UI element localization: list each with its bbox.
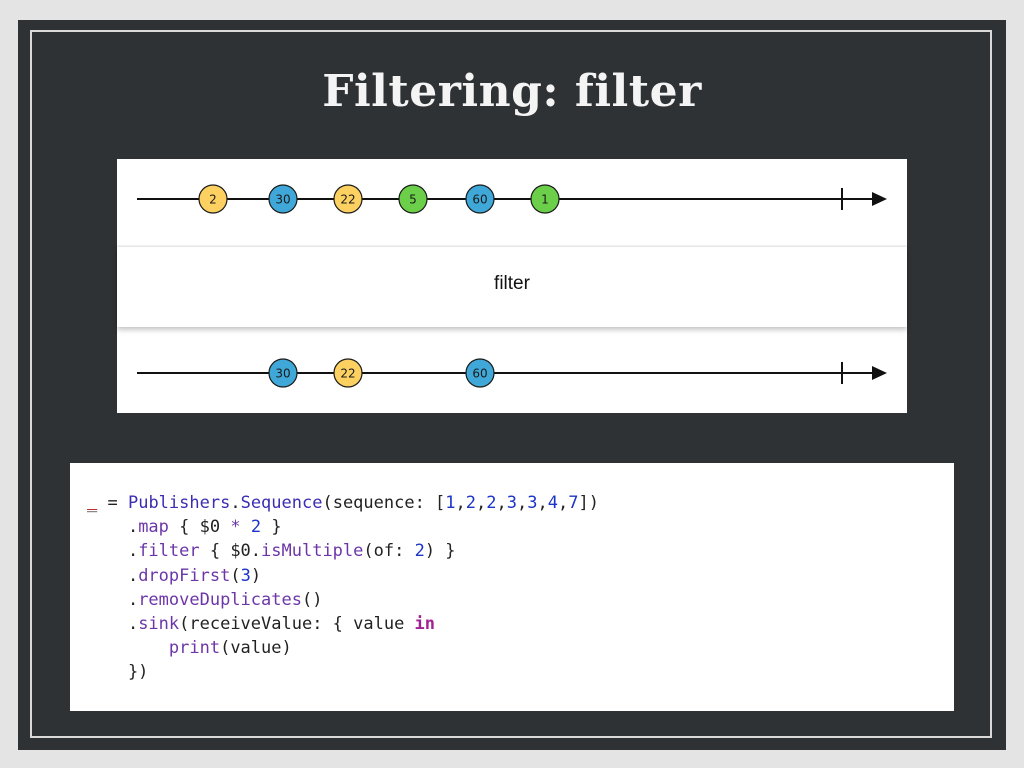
marble-diagram: 2 30 22 5 60 1 filter 30 22 60	[117, 159, 907, 413]
marble-output-0: 30	[268, 358, 298, 388]
code-token: { $0.	[199, 541, 262, 562]
marble-label: 30	[275, 193, 290, 207]
code-token: ,	[455, 493, 466, 513]
code-line: .map { $0 * 2 }	[87, 515, 599, 539]
slide-title: Filtering: filter	[322, 66, 702, 117]
code-token: 3	[506, 493, 518, 513]
marble-label: 22	[340, 367, 355, 381]
code-token: (receiveValue: { value	[179, 613, 415, 634]
code-token: sink	[138, 613, 180, 634]
operator-box: filter	[117, 247, 907, 327]
code-token: { $0	[168, 517, 231, 538]
code-token: 3	[527, 493, 538, 513]
timeline-arrowhead	[872, 192, 887, 206]
code-token: ])	[578, 493, 600, 513]
code-token: .	[87, 541, 139, 562]
code-token: 2	[465, 493, 477, 513]
code-token: *	[230, 517, 241, 538]
code-token	[241, 517, 251, 537]
code-token: ) }	[424, 541, 456, 562]
input-timeline: 2 30 22 5 60 1	[137, 184, 887, 214]
marble-circle	[465, 184, 495, 214]
marble-input-4: 60	[465, 184, 495, 214]
code-token: ,	[476, 493, 487, 513]
code-token: dropFirst	[138, 565, 231, 586]
code-token: _	[87, 493, 98, 513]
marble-circle	[268, 358, 298, 388]
marble-circle	[530, 184, 560, 214]
marble-output-2: 60	[465, 358, 495, 388]
code-line: })	[87, 660, 599, 684]
marble-label: 60	[472, 367, 487, 381]
code-token: .	[87, 589, 139, 610]
code-line: .filter { $0.isMultiple(of: 2) }	[87, 539, 599, 563]
marble-circle	[333, 184, 363, 214]
code-token: ,	[496, 493, 507, 513]
timeline-arrowhead	[872, 366, 887, 380]
code-token: (value)	[220, 638, 292, 659]
code-line: .sink(receiveValue: { value in	[87, 612, 599, 636]
marble-label: 60	[472, 193, 487, 207]
code-token: (of:	[363, 541, 415, 562]
code-panel: _ = Publishers.Sequence(sequence: [1,2,2…	[70, 463, 954, 711]
code-token: )	[250, 565, 262, 586]
code-token: 4	[547, 493, 559, 513]
marble-circle	[198, 184, 228, 214]
marble-output-1: 22	[333, 358, 363, 388]
code-line: .dropFirst(3)	[87, 564, 599, 588]
slide-border	[30, 30, 992, 738]
code-token: removeDuplicates	[138, 589, 302, 610]
code-token: map	[138, 517, 169, 538]
code-token: 3	[240, 565, 251, 586]
code-token: })	[87, 662, 149, 683]
code-token: 2	[486, 493, 497, 513]
marble-label: 2	[209, 193, 217, 207]
code-token: 2	[414, 541, 425, 562]
marble-label: 5	[409, 193, 417, 207]
marble-circle	[268, 184, 298, 214]
marble-label: 1	[541, 193, 549, 207]
marble-label: 30	[275, 367, 290, 381]
marble-input-3: 5	[398, 184, 428, 214]
code-token: 7	[568, 493, 579, 513]
marble-input-0: 2	[198, 184, 228, 214]
marble-input-1: 30	[268, 184, 298, 214]
code-token: ,	[558, 493, 569, 513]
output-timeline: 30 22 60	[137, 358, 887, 388]
code-token: .	[230, 493, 241, 513]
code-token: in	[414, 613, 436, 634]
code-token: .	[87, 613, 139, 634]
code-token: Publishers	[127, 493, 231, 513]
code-token: ()	[301, 589, 323, 610]
marble-label: 22	[340, 193, 355, 207]
code-token	[87, 638, 169, 658]
code-line: print(value)	[87, 636, 599, 660]
code-token: (	[230, 565, 241, 586]
marble-circle	[465, 358, 495, 388]
marble-input-5: 1	[530, 184, 560, 214]
code-block: _ = Publishers.Sequence(sequence: [1,2,2…	[87, 491, 599, 685]
code-token: .	[87, 565, 139, 586]
code-token: isMultiple	[261, 541, 364, 562]
code-token: (sequence: [	[322, 493, 446, 513]
code-line: .removeDuplicates()	[87, 588, 599, 612]
marble-input-2: 22	[333, 184, 363, 214]
marble-circle	[398, 184, 428, 214]
marble-circle	[333, 358, 363, 388]
code-token: ,	[517, 493, 528, 513]
code-token: print	[168, 638, 221, 659]
code-token: 1	[445, 493, 456, 513]
code-token: =	[97, 493, 128, 513]
code-token: ,	[537, 493, 548, 513]
code-token: Sequence	[240, 493, 323, 513]
operator-label: filter	[494, 273, 530, 294]
code-token: 2	[250, 517, 262, 538]
code-token: }	[261, 517, 282, 538]
code-token: filter	[138, 541, 200, 562]
code-line: _ = Publishers.Sequence(sequence: [1,2,2…	[87, 491, 599, 515]
code-token: .	[87, 517, 139, 538]
